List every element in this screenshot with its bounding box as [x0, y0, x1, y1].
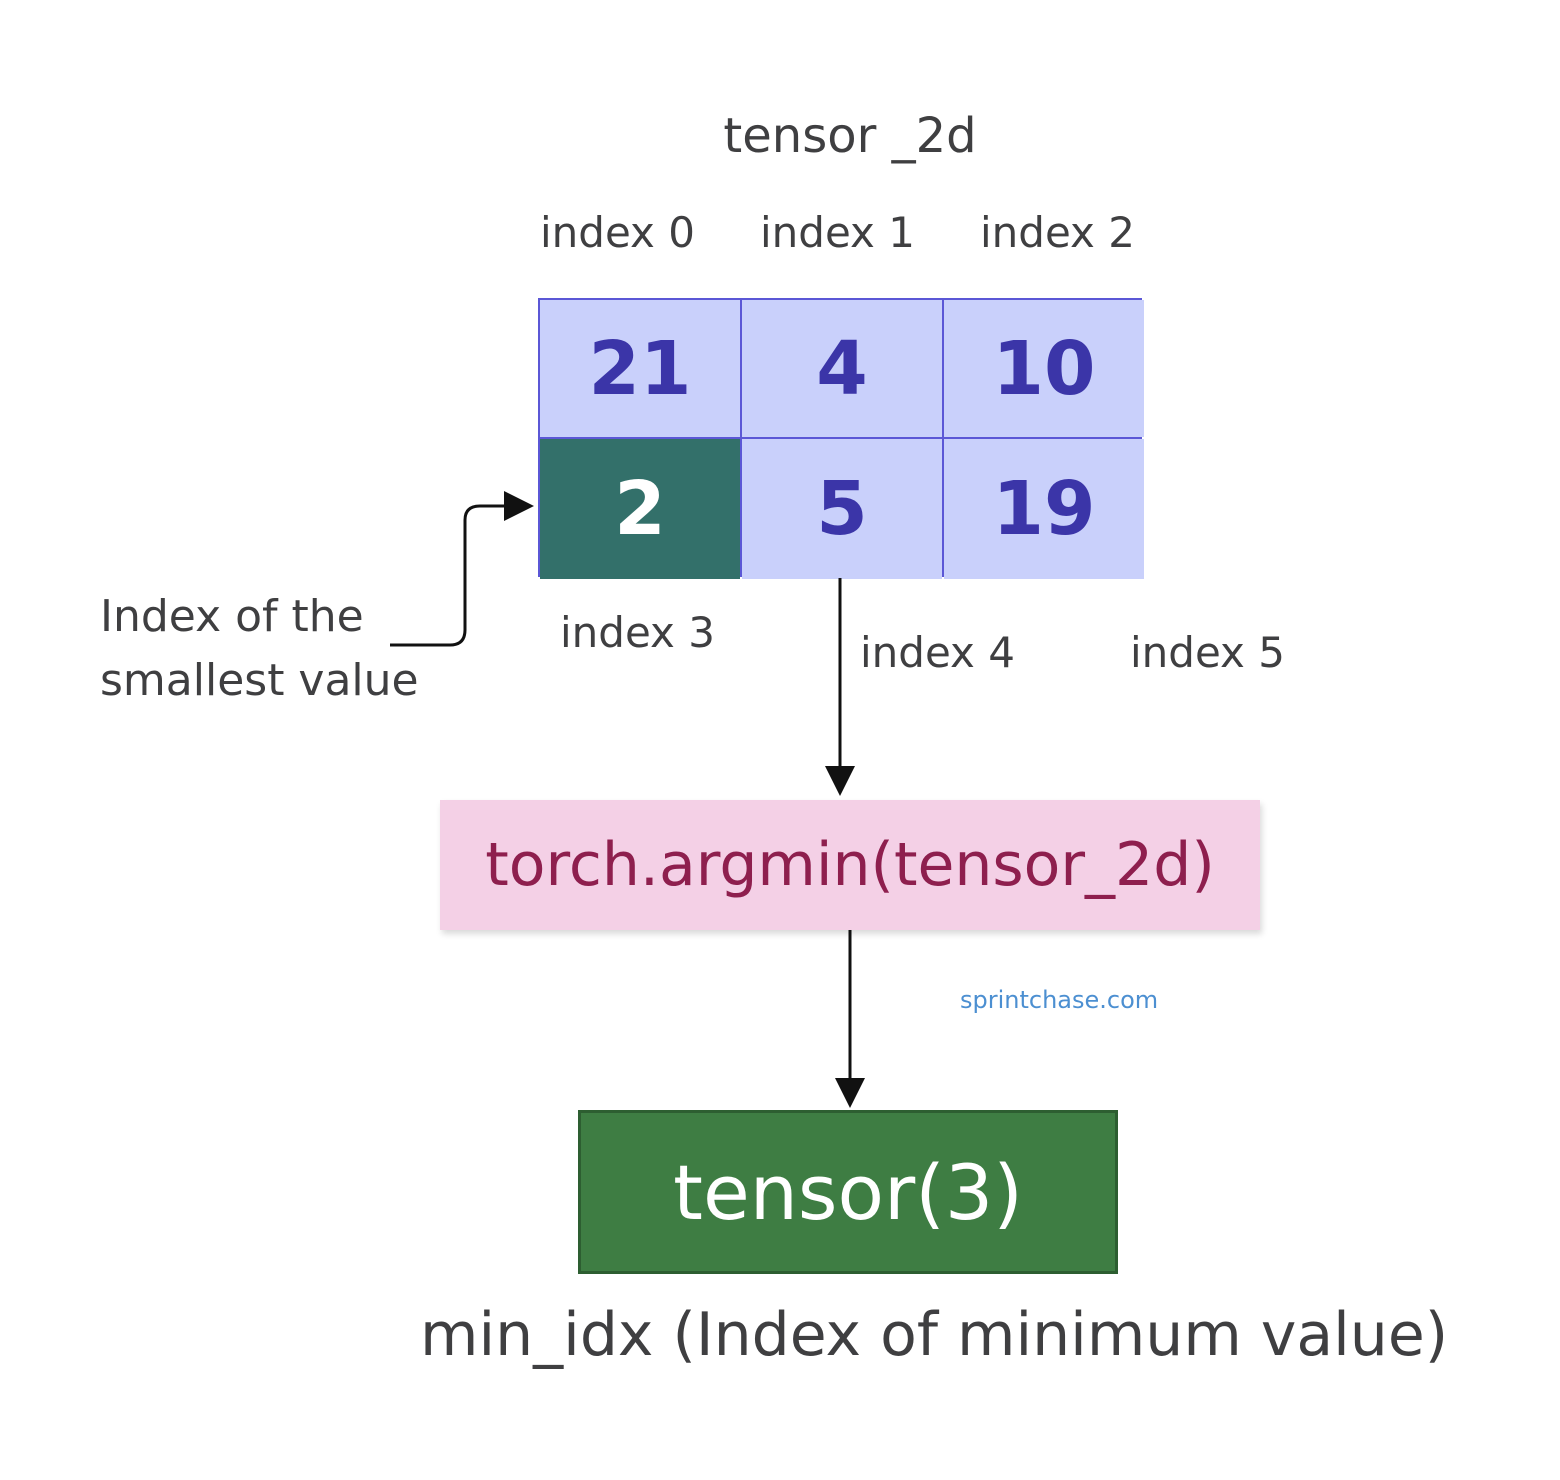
function-call-box: torch.argmin(tensor_2d): [440, 800, 1260, 930]
tensor-cell-4: 5: [742, 439, 942, 579]
note-arrow: [390, 491, 534, 647]
tensor-cell-3-minimum: 2: [540, 439, 740, 579]
result-box: tensor(3): [578, 1110, 1118, 1274]
index-3-label: index 3: [560, 608, 715, 657]
diagram-title: tensor _2d: [723, 108, 977, 164]
index-5-label: index 5: [1130, 628, 1285, 677]
index-4-label: index 4: [860, 628, 1015, 677]
index-1-label: index 1: [760, 208, 915, 257]
tensor-cell-2: 10: [944, 300, 1144, 437]
index-2-label: index 2: [980, 208, 1135, 257]
tensor-cell-0: 21: [540, 300, 740, 437]
result-label: min_idx (Index of minimum value): [420, 1300, 1449, 1370]
tensor-grid: 21 4 10 2 5 19: [538, 298, 1144, 579]
tensor-cell-5: 19: [944, 439, 1144, 579]
smallest-value-note: Index of the smallest value: [100, 591, 419, 706]
tensor-cell-1: 4: [742, 300, 942, 437]
watermark: sprintchase.com: [960, 986, 1159, 1014]
index-0-label: index 0: [540, 208, 695, 257]
